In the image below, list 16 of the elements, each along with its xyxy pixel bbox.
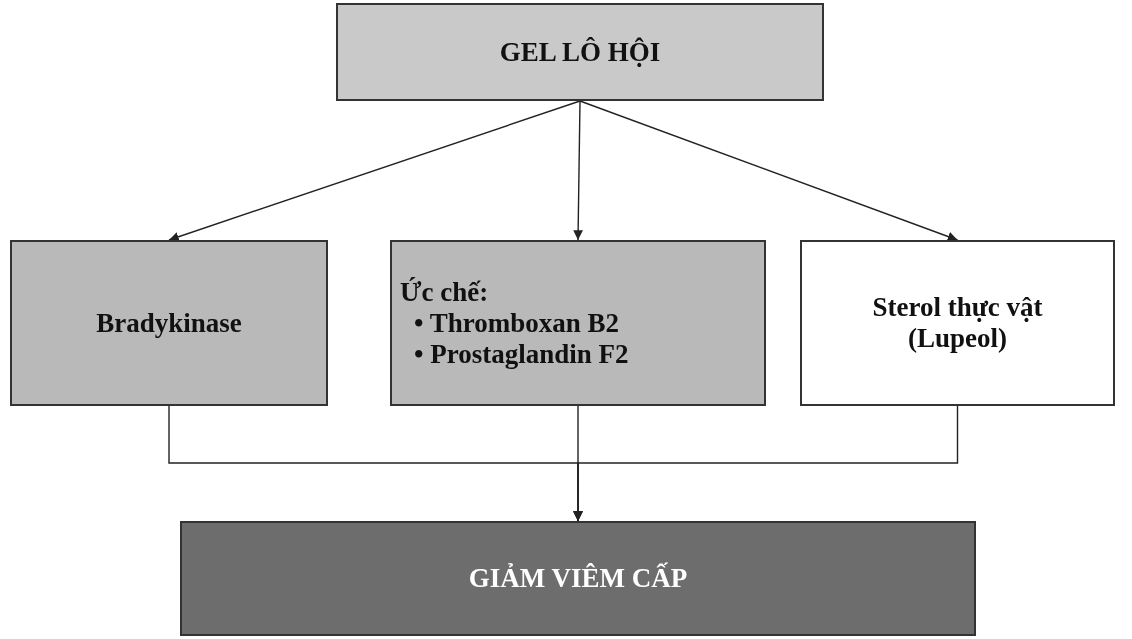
arrow <box>168 100 581 242</box>
process-box <box>390 240 766 406</box>
process-box <box>10 240 328 406</box>
process-box <box>800 240 1115 406</box>
node-label: GIẢM VIÊM CẤP <box>468 563 688 594</box>
node-heading: Ức chế: <box>400 276 490 308</box>
node-label: Bradykinase <box>96 307 242 339</box>
arrow <box>579 100 959 242</box>
process-box <box>336 3 824 101</box>
list-item: • Thromboxan B2 <box>414 307 621 339</box>
result-box <box>180 521 976 636</box>
list-item: • Prostaglandin F2 <box>414 338 629 370</box>
node-label: GEL LÔ HỘI <box>499 36 661 68</box>
node-label: Sterol thực vật (Lupeol) <box>871 292 1044 354</box>
arrow <box>573 405 959 522</box>
arrow <box>573 100 584 241</box>
